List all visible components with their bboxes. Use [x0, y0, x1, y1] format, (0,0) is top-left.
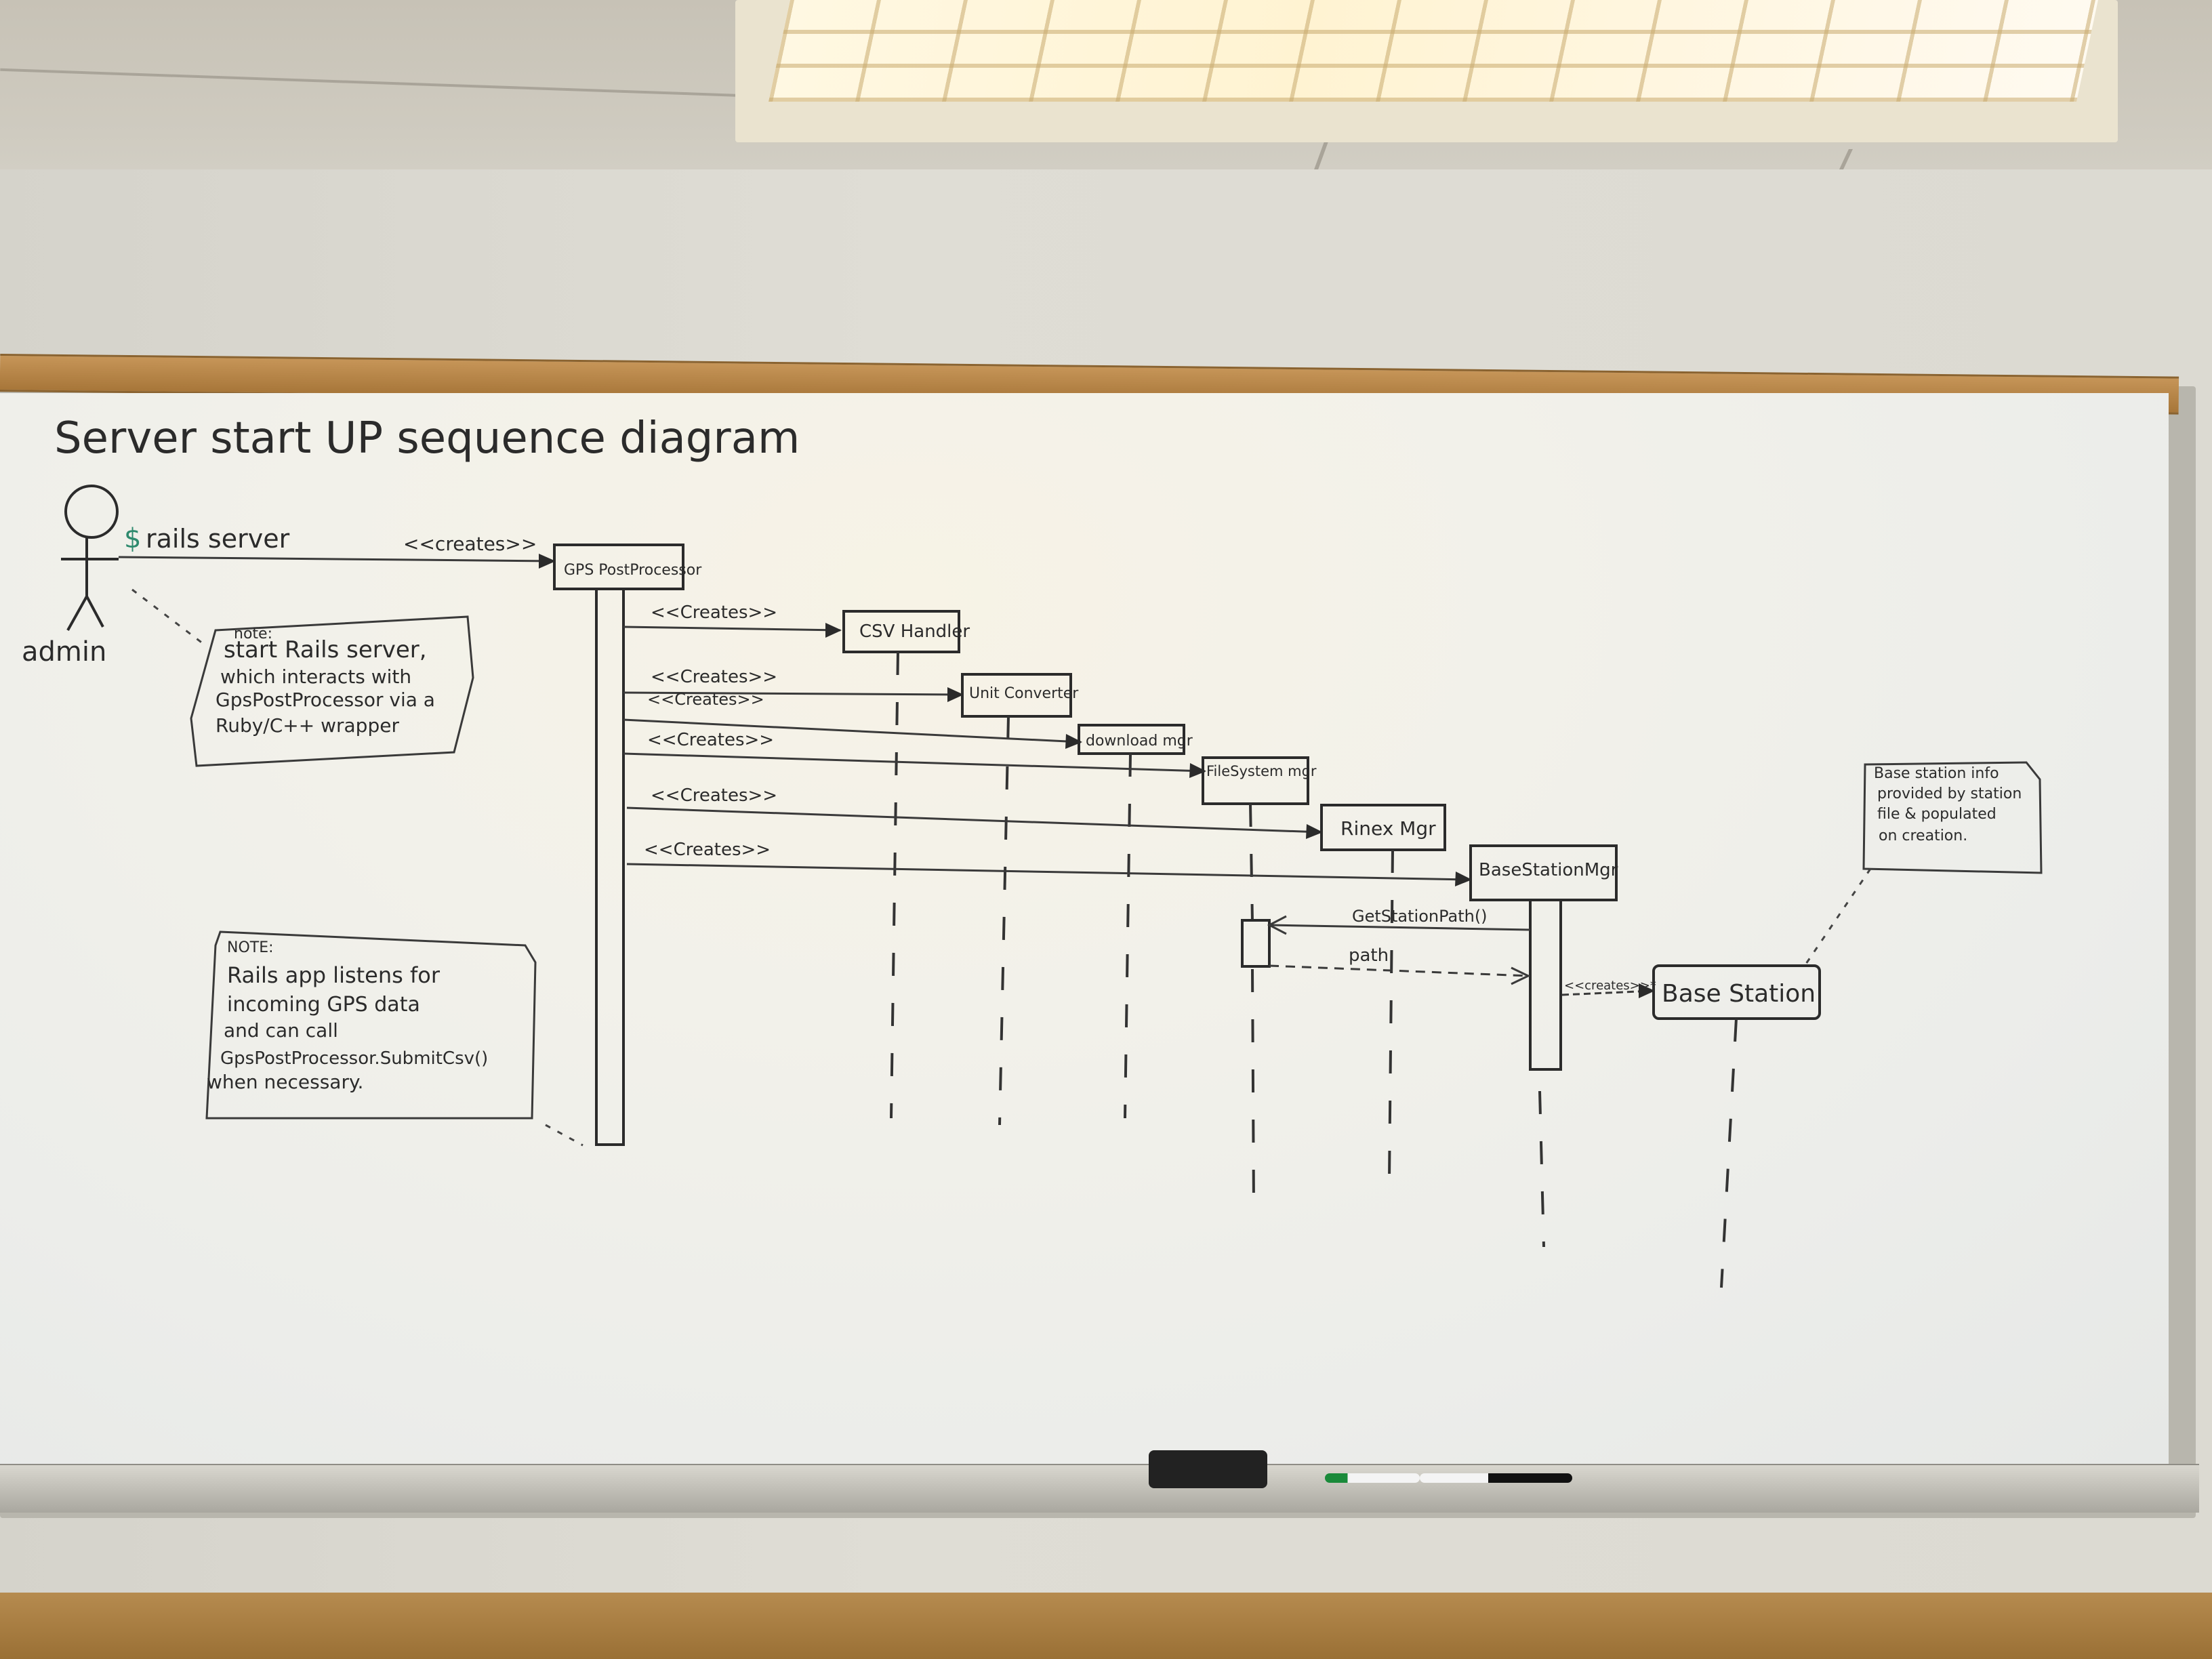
- object-filesystem-mgr: [1202, 756, 1309, 805]
- activation-filesystem: [1241, 919, 1271, 968]
- message-get-station-path: GetStationPath(): [1352, 907, 1488, 926]
- note-rails-line-5: GpsPostProcessor.SubmitCsv(): [220, 1048, 488, 1069]
- object-base-station: [1652, 964, 1821, 1020]
- note-start-line-1: note:: [234, 626, 272, 642]
- creates-label-csv: <<Creates>>: [651, 602, 777, 623]
- creates-label-download: <<Creates>>: [647, 690, 764, 709]
- creates-label-gps: <<creates>>: [403, 533, 537, 555]
- note-base-line-3: file & populated: [1877, 806, 1996, 823]
- note-rails-line-3: incoming GPS data: [227, 993, 420, 1017]
- note-rails-line-2: Rails app listens for: [227, 962, 441, 988]
- prompt-symbol: $: [124, 523, 141, 554]
- note-base-line-2: provided by station: [1877, 785, 2022, 802]
- object-filesystem-label: FileSystem mgr: [1206, 763, 1317, 779]
- note-start-line-5: Ruby/C++ wrapper: [216, 714, 399, 737]
- object-rinex-label: Rinex Mgr: [1340, 817, 1436, 840]
- whiteboard: [0, 393, 2169, 1464]
- object-basemgr-label: BaseStationMgr: [1479, 860, 1618, 880]
- object-rinex-mgr: [1320, 804, 1446, 851]
- creates-label-filesystem: <<Creates>>: [647, 730, 774, 750]
- note-start-box: [190, 615, 474, 767]
- lifeline-rinex: [1388, 849, 1394, 1180]
- admin-actor: [61, 485, 119, 631]
- activation-basemgr: [1529, 899, 1562, 1071]
- note-rails-line-4: and can call: [224, 1019, 338, 1042]
- note-base-box: [1862, 761, 2043, 874]
- eraser[interactable]: [1149, 1450, 1267, 1488]
- lifeline-unit: [998, 716, 1010, 1126]
- lifeline-base: [1720, 1018, 1738, 1288]
- note-start-line-2: start Rails server,: [224, 636, 427, 663]
- note-rails-line-6: when necessary.: [207, 1071, 363, 1093]
- wood-trim: [0, 1593, 2212, 1659]
- creates-label-rinex: <<Creates>>: [651, 785, 777, 806]
- marker-tray: [0, 1464, 2199, 1513]
- creates-label-base: <<creates>>*: [1564, 979, 1656, 993]
- rails-server-command: rails server: [146, 524, 290, 554]
- green-marker[interactable]: [1325, 1473, 1420, 1483]
- note-rails-line-1: NOTE:: [227, 939, 274, 956]
- object-csv-label: CSV Handler: [859, 621, 970, 642]
- lifeline-download: [1124, 753, 1132, 1119]
- activation-gps: [595, 588, 625, 1146]
- object-csv-handler: [842, 610, 960, 653]
- note-start-line-4: GpsPostProcessor via a: [216, 689, 435, 711]
- creates-label-unit: <<Creates>>: [651, 667, 777, 687]
- lifeline-filesystem: [1249, 803, 1254, 922]
- note-start-line-3: which interacts with: [220, 665, 411, 688]
- actor-label: admin: [22, 636, 106, 668]
- object-unit-converter: [961, 673, 1072, 718]
- object-download-label: download mgr: [1086, 733, 1193, 750]
- object-download-mgr: [1078, 724, 1185, 755]
- note-base-line-4: on creation.: [1879, 827, 1967, 844]
- object-base-label: Base Station: [1662, 980, 1816, 1008]
- note-base-line-1: Base station info: [1874, 765, 1999, 782]
- diagram-title: Server start UP sequence diagram: [54, 413, 800, 464]
- lifeline-basemgr: [1538, 1090, 1545, 1248]
- note-rails-box: [205, 930, 537, 1120]
- lifeline-csv: [890, 651, 899, 1119]
- object-gps-label: GPS PostProcessor: [564, 562, 702, 579]
- black-marker[interactable]: [1420, 1473, 1572, 1483]
- creates-label-basemgr: <<Creates>>: [644, 840, 771, 860]
- message-path: path: [1349, 945, 1389, 966]
- object-unit-label: Unit Converter: [969, 685, 1079, 702]
